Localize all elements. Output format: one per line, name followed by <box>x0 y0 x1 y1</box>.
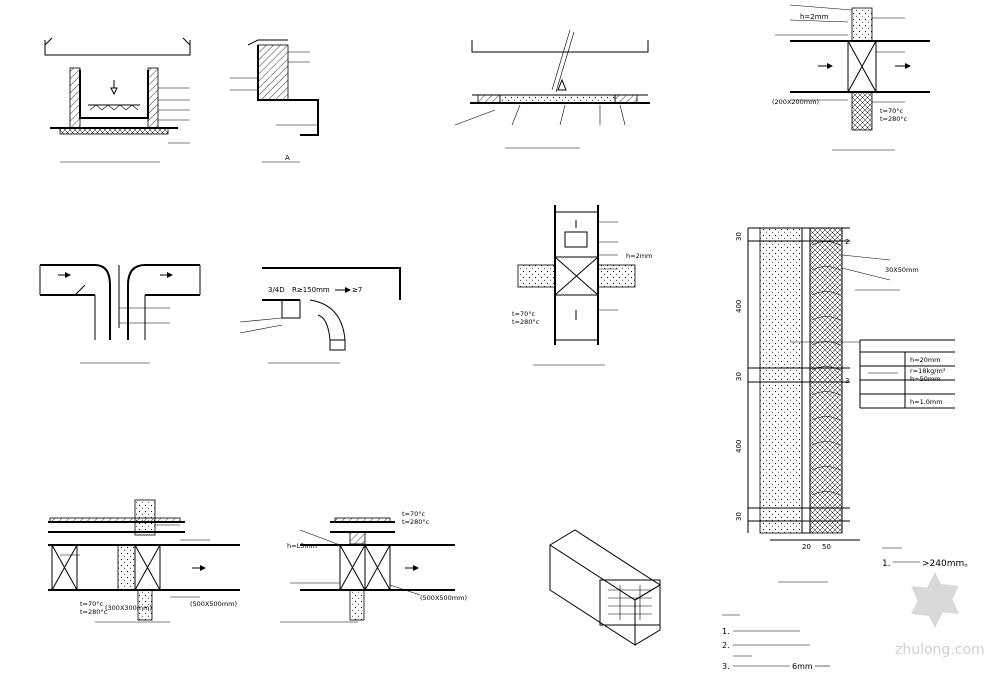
dim-50: 50 <box>822 543 831 551</box>
label-size-500a: (500X500mm) <box>190 600 237 608</box>
dim-30-c: 30 <box>735 232 743 241</box>
spec-density: r=18kg/m³ <box>910 367 946 375</box>
dim-400-b: 400 <box>735 440 743 453</box>
spec-h10: h=1.0mm <box>910 398 943 406</box>
label-h2mm-top: h=2mm <box>800 13 829 21</box>
label-hL5mm: h=L5mm <box>287 542 317 550</box>
detail-elbow: 3/4D R≥150mm ≥7 <box>239 267 401 364</box>
label-t280-c: t=280°c <box>80 608 108 616</box>
detail-wall-insulation: 400 30 400 30 30 20 50 2 3 30X50mm h=20m… <box>735 227 973 583</box>
notes-item-2: 2. <box>722 641 730 650</box>
detail-floor-fire-damper: h=2mm t=70°c t=280°c <box>512 205 652 366</box>
label-elbow-r: R≥150mm <box>292 286 330 294</box>
label-t70-b: t=70°c <box>512 310 536 318</box>
spec-h50: h=50mm <box>910 375 941 383</box>
dim-20: 20 <box>802 543 811 551</box>
label-size-200: (200X200mm) <box>772 98 819 106</box>
notes-item-3-tail: 6mm <box>792 662 813 671</box>
dim-30-b: 30 <box>735 512 743 521</box>
label-t70-d: t=70°c <box>402 510 426 518</box>
snowflake-logo-icon <box>911 572 959 628</box>
mark-A: A <box>285 154 290 162</box>
detail-bottom-fire-damper-b: h=L5mm t=70°c t=280°c (500X500mm) <box>280 510 467 623</box>
detail-duct-joint <box>454 29 650 149</box>
dim-400-a: 400 <box>735 300 743 313</box>
watermark-text: zhulong.com <box>895 642 985 658</box>
detail-floor-outlet <box>44 37 191 163</box>
note1-number: 1. <box>882 559 891 569</box>
mark-3: 3 <box>845 377 849 385</box>
notes-item-1: 1. <box>722 627 730 636</box>
label-elbow-dim: 3/4D <box>268 286 285 294</box>
label-elbow-wall: ≥7 <box>352 286 362 294</box>
label-t280-a: t=280°c <box>880 115 908 123</box>
label-dim-30x50: 30X50mm <box>885 266 919 274</box>
dim-30-a: 30 <box>735 372 743 381</box>
label-t70-a: t=70°c <box>880 107 904 115</box>
detail-duct-isometric <box>549 529 661 646</box>
label-size-300: (300X300mm) <box>105 604 152 612</box>
detail-tee-a <box>39 264 201 364</box>
detail-A: A <box>230 39 319 163</box>
spec-h20: h=20mm <box>910 356 941 364</box>
label-t280-d: t=280°c <box>402 518 430 526</box>
notes-item-3: 3. <box>722 662 730 671</box>
label-t70-c: t=70°c <box>80 600 104 608</box>
detail-bottom-fire-damper-a: t=70°c t=280°c (300X300mm) (500X500mm) <box>48 499 240 623</box>
note1-tail: >240mm。 <box>922 559 973 569</box>
mark-2: 2 <box>845 238 849 246</box>
label-t280-b: t=280°c <box>512 318 540 326</box>
watermark: zhulong.com <box>895 572 985 658</box>
notes-block: 1. 2. 3. 6mm <box>722 614 830 671</box>
label-h2mm-mid: h=2mm <box>626 252 652 260</box>
label-size-500b: (500X500mm) <box>420 594 467 602</box>
detail-wall-fire-damper: h=2mm (200X200mm) t=70°c t=280°c <box>772 4 930 151</box>
